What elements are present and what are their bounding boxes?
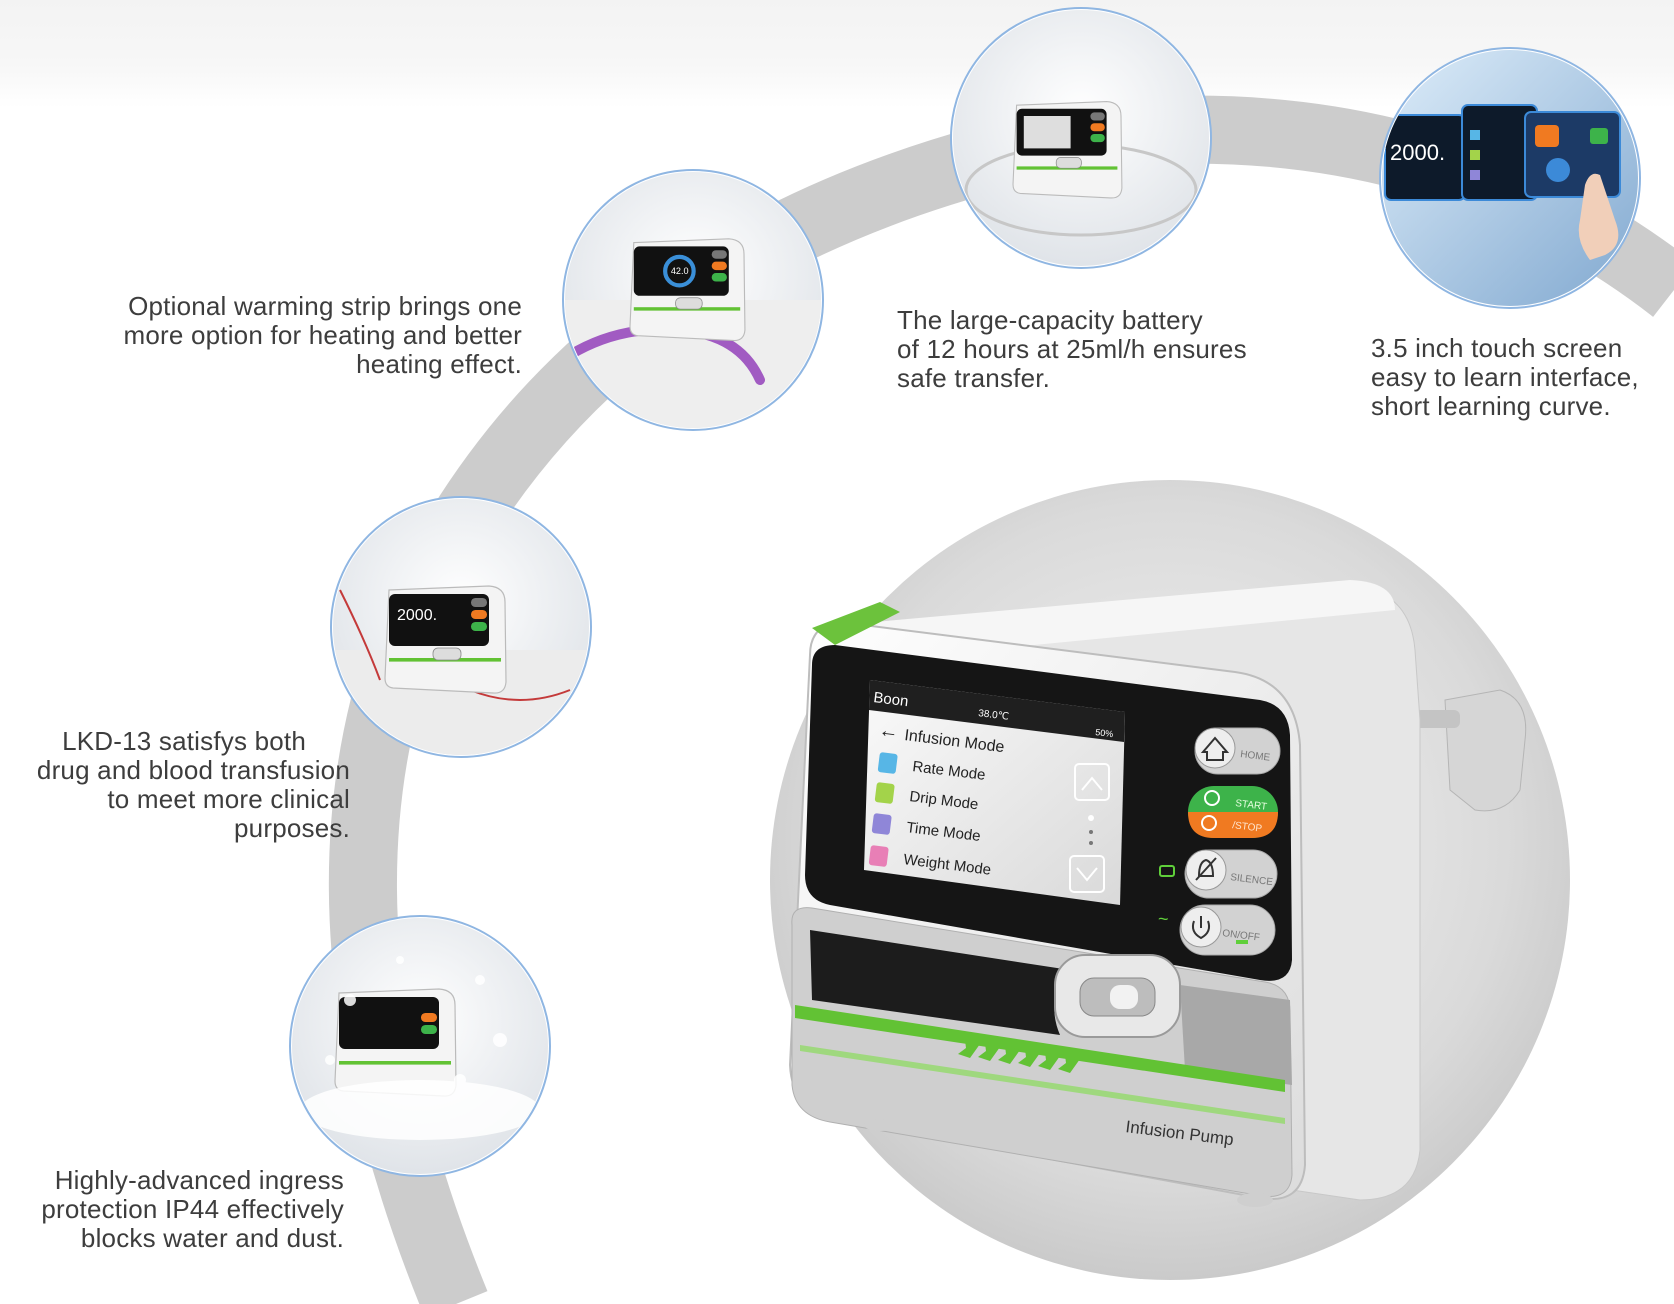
chevron-down-icon [1076, 867, 1098, 882]
pump-brand: Boon [873, 689, 910, 710]
power-icon [1191, 916, 1211, 940]
caption-touchscreen: 3.5 inch touch screen easy to learn inte… [1371, 333, 1639, 421]
home-button[interactable]: HOME [1194, 727, 1281, 775]
caption-transfusion: LKD-13 satisfys both drug and blood tran… [36, 726, 350, 843]
mini-pump: 42.0 [629, 238, 746, 342]
page-dot [1089, 841, 1093, 845]
chevron-up-icon [1081, 776, 1103, 791]
pump-lcd [864, 680, 1125, 905]
scroll-up-button[interactable] [1074, 763, 1110, 801]
drip-mode-icon [874, 782, 895, 804]
svg-text:/STOP: /STOP [1232, 820, 1263, 835]
feature-circle-battery [950, 7, 1212, 269]
caption-warming: Optional warming strip brings one more o… [123, 291, 522, 379]
weight-mode-icon [868, 845, 889, 867]
time-mode-icon [871, 813, 892, 835]
flow-arrows [958, 1040, 1080, 1073]
mini-pump: 2000. [384, 585, 507, 694]
pump-clamp [1444, 689, 1527, 812]
battery-indicator-icon [1159, 865, 1175, 877]
start-stop-button[interactable]: START /STOP [1188, 786, 1278, 838]
page-dot [1089, 830, 1093, 834]
pump-battery-pct: 50% [1095, 727, 1114, 739]
back-arrow-icon: ← [877, 719, 900, 743]
pump-status-temp: 38.0℃ [978, 708, 1010, 723]
svg-text:ON/OFF: ON/OFF [1222, 928, 1261, 944]
pump-green-corner [812, 602, 900, 645]
svg-text:START: START [1235, 798, 1268, 813]
svg-text:2000.: 2000. [397, 607, 437, 624]
bell-slash-icon [1195, 857, 1217, 881]
stop-icon [1201, 815, 1217, 831]
scroll-down-button[interactable] [1069, 855, 1105, 893]
power-button[interactable]: ON/OFF [1179, 904, 1276, 956]
mini-pump [334, 988, 457, 1097]
door-latch[interactable] [1054, 954, 1181, 1038]
caption-battery: The large-capacity battery of 12 hours a… [897, 305, 1247, 393]
home-icon [1200, 736, 1230, 761]
mini-pump [1012, 101, 1123, 199]
main-infusion-pump: Boon 38.0℃ 50% ← Infusion Mode Rate Mode… [788, 580, 1527, 1207]
feature-circle-transfusion: 2000. [330, 496, 592, 758]
svg-text:2000.: 2000. [1390, 140, 1445, 165]
water-splash [300, 956, 540, 1140]
screen-panel-menu [1524, 111, 1621, 198]
page-dot [1088, 815, 1094, 821]
feature-circle-ingress [289, 915, 551, 1177]
ac-indicator-icon: ~ [1158, 909, 1169, 929]
rate-mode-icon [877, 752, 898, 774]
finger [1578, 173, 1619, 260]
caption-ingress: Highly-advanced ingress protection IP44 … [41, 1165, 344, 1253]
start-icon [1204, 790, 1220, 806]
feature-circle-touchscreen: 2000. [1379, 47, 1641, 309]
blood-line [339, 589, 571, 701]
svg-text:SILENCE: SILENCE [1230, 872, 1274, 888]
svg-text:HOME: HOME [1240, 749, 1271, 764]
svg-text:42.0: 42.0 [671, 266, 689, 276]
silence-button[interactable]: SILENCE [1184, 849, 1278, 899]
top-band [0, 0, 1674, 108]
